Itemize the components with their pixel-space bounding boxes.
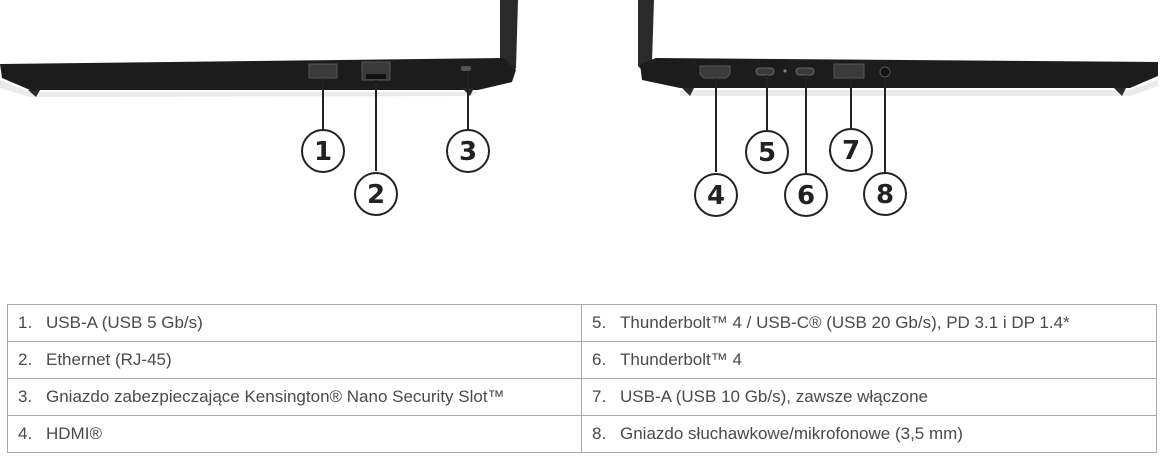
audio-jack-icon: [879, 66, 891, 78]
laptop-left-side: [0, 0, 518, 97]
left-base: [0, 58, 516, 90]
port-cell-2: 2.Ethernet (RJ-45): [7, 341, 582, 379]
usb-a-port-icon: [308, 63, 338, 79]
usb-a-always-on-port-icon: [833, 63, 865, 79]
hdmi-port-icon: [699, 65, 731, 79]
port-cell-1: 1.USB-A (USB 5 Gb/s): [7, 304, 582, 342]
svg-text:4: 4: [707, 181, 725, 211]
svg-text:8: 8: [876, 180, 894, 210]
laptop-ports-diagram: 1 2 3 4 5 6 7 8: [0, 0, 1158, 217]
right-lid: [638, 0, 654, 70]
port-cell-4: 4.HDMI®: [7, 415, 582, 453]
svg-text:7: 7: [842, 136, 860, 166]
laptop-right-side: [638, 0, 1158, 96]
svg-text:1: 1: [314, 137, 332, 167]
usb-c-port-icon: [755, 67, 775, 76]
callout-5: 5: [745, 130, 789, 174]
callout-4: 4: [694, 173, 738, 217]
callout-2: 2: [354, 172, 398, 216]
svg-text:6: 6: [797, 181, 815, 211]
svg-text:5: 5: [758, 138, 776, 168]
svg-text:3: 3: [459, 137, 477, 167]
table-row: 1.USB-A (USB 5 Gb/s) 5.Thunderbolt™ 4 / …: [7, 304, 1157, 342]
callout-7: 7: [829, 128, 873, 172]
callout-8: 8: [863, 172, 907, 216]
port-cell-8: 8.Gniazdo słuchawkowe/mikrofonowe (3,5 m…: [581, 415, 1157, 453]
right-base: [640, 58, 1158, 88]
callout-lines: [322, 72, 886, 173]
port-cell-6: 6.Thunderbolt™ 4: [581, 341, 1157, 379]
ports-legend-table: 1.USB-A (USB 5 Gb/s) 5.Thunderbolt™ 4 / …: [7, 304, 1157, 453]
callout-1: 1: [301, 129, 345, 173]
port-cell-3: 3.Gniazdo zabezpieczające Kensington® Na…: [7, 378, 582, 416]
port-cell-7: 7.USB-A (USB 10 Gb/s), zawsze włączone: [581, 378, 1157, 416]
table-row: 3.Gniazdo zabezpieczające Kensington® Na…: [7, 378, 1157, 416]
table-row: 4.HDMI® 8.Gniazdo słuchawkowe/mikrofonow…: [7, 415, 1157, 453]
thunderbolt-port-icon: [795, 67, 815, 76]
callout-6: 6: [784, 173, 828, 217]
callout-3: 3: [446, 129, 490, 173]
port-cell-5: 5.Thunderbolt™ 4 / USB-C® (USB 20 Gb/s),…: [581, 304, 1157, 342]
security-slot-icon: [461, 66, 471, 71]
svg-text:2: 2: [367, 180, 385, 210]
table-row: 2.Ethernet (RJ-45) 6.Thunderbolt™ 4: [7, 341, 1157, 379]
